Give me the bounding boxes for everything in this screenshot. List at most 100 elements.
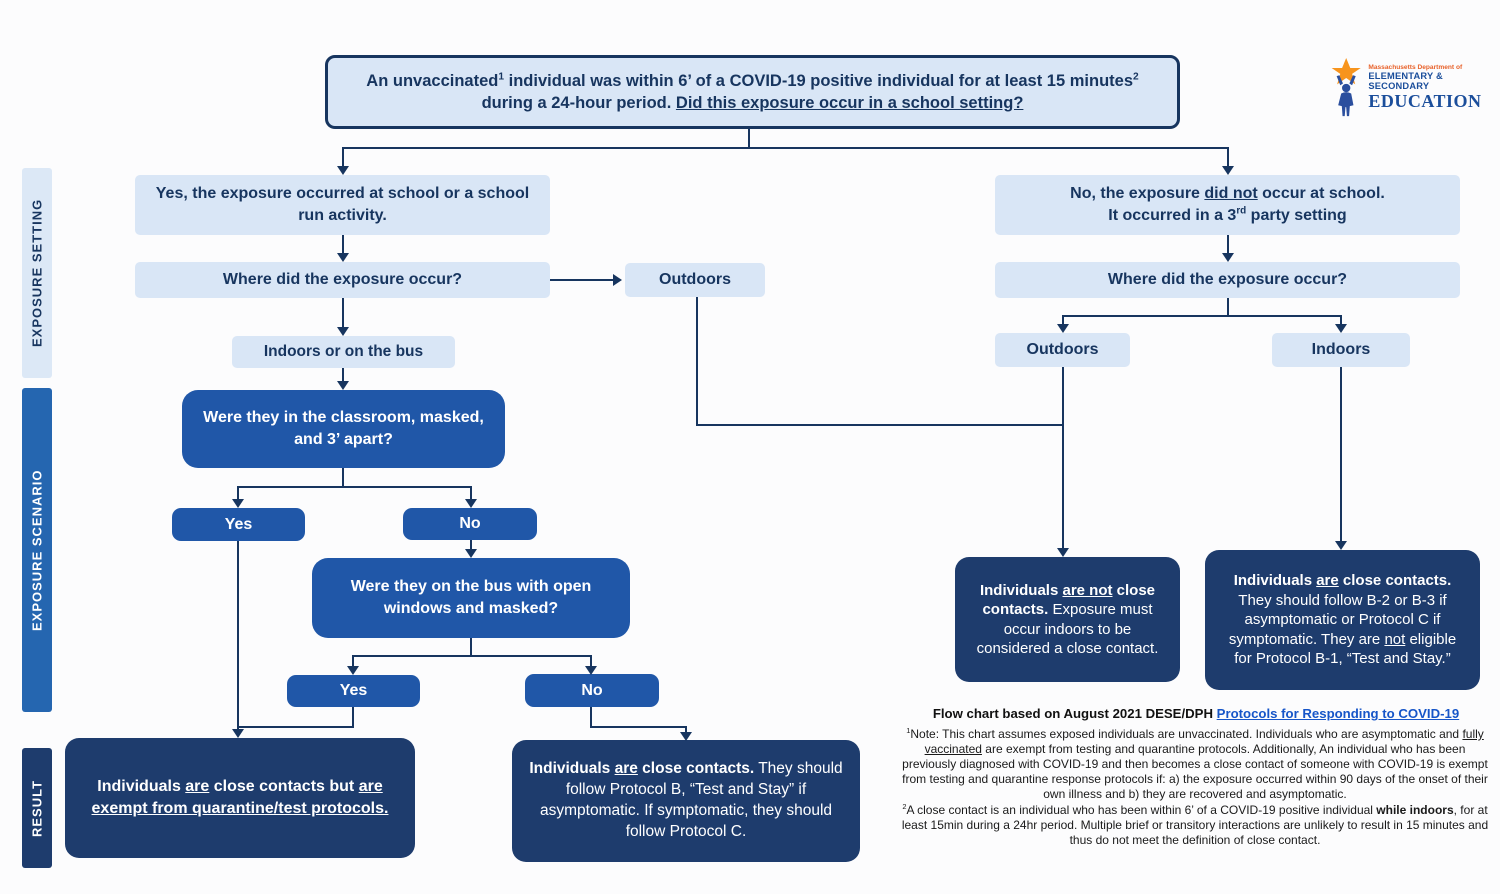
connector-line xyxy=(1062,315,1064,325)
res-seg: close contacts but xyxy=(209,778,359,796)
res-seg: eligible for Protocol B-1, “Test and Sta… xyxy=(1234,630,1457,668)
res-seg-bold-underlined: are not xyxy=(1062,581,1113,599)
footnote-2: 2A close contact is an individual who ha… xyxy=(898,803,1492,848)
star-figure-icon xyxy=(1331,58,1361,117)
connector-arrow xyxy=(613,274,622,286)
start-q-underlined: Did this exposure occur in a school sett… xyxy=(675,94,1024,112)
footnote-seg-bold: while indoors xyxy=(1376,803,1454,817)
node-outdoors-right: Outdoors xyxy=(995,333,1130,367)
node-yes-2: Yes xyxy=(287,675,420,707)
connector-line xyxy=(590,726,687,728)
logo-text: Massachusetts Department of ELEMENTARY &… xyxy=(1368,64,1494,112)
connector-line xyxy=(237,541,239,730)
connector-line xyxy=(685,726,687,733)
footnote-seg: Note: This chart assumes exposed individ… xyxy=(910,727,1463,741)
section-label-exposure-setting: EXPOSURE SETTING xyxy=(22,168,52,378)
no-school-text: No, the exposure did not occur at school… xyxy=(1056,177,1399,232)
no-school-seg: occur at school. xyxy=(1257,185,1385,203)
no-school-line-2: It occurred in a 3rd party setting xyxy=(1070,205,1385,227)
logo-line-1: Massachusetts Department of xyxy=(1368,64,1463,71)
connector-line xyxy=(342,368,344,382)
connector-line xyxy=(342,147,1229,149)
node-where-left: Where did the exposure occur? xyxy=(135,262,550,298)
connector-arrow xyxy=(1222,166,1234,175)
connector-arrow xyxy=(232,499,244,508)
node-no-2: No xyxy=(525,674,659,707)
section-label-exposure-scenario: EXPOSURE SCENARIO xyxy=(22,388,52,712)
logo-line-3: EDUCATION xyxy=(1368,91,1482,111)
connector-arrow xyxy=(1335,541,1347,550)
footnote-seg: are exempt from testing and quarantine p… xyxy=(902,742,1488,802)
res-seg: Individuals xyxy=(97,778,186,796)
node-indoors-or-bus: Indoors or on the bus xyxy=(232,336,455,368)
node-result-not-close: Individuals are not close contacts. Expo… xyxy=(955,557,1180,682)
connector-arrow xyxy=(680,732,692,741)
connector-line xyxy=(352,655,354,667)
res-seg-bold: close contacts. xyxy=(637,760,755,778)
connector-line xyxy=(342,468,344,487)
ordinal-superscript: rd xyxy=(1236,205,1247,217)
connector-line xyxy=(470,638,472,657)
no-school-seg: No, the exposure xyxy=(1070,185,1205,203)
yes-school-text: Yes, the exposure occurred at school or … xyxy=(155,185,530,224)
res-seg-bold-underlined: are xyxy=(614,760,638,778)
node-start-question: An unvaccinated1 individual was within 6… xyxy=(325,55,1180,129)
connector-line xyxy=(1227,147,1229,167)
footnote-ref-2: 2 xyxy=(1133,71,1139,83)
node-classroom-question: Were they in the classroom, masked, and … xyxy=(182,390,505,468)
result-not-close-text: Individuals are not close contacts. Expo… xyxy=(955,575,1180,665)
connector-line xyxy=(1062,315,1342,317)
connector-line xyxy=(237,486,472,488)
connector-line xyxy=(342,147,344,167)
result-exempt-text: Individuals are close contacts but are e… xyxy=(65,770,415,825)
node-no-1: No xyxy=(403,508,537,540)
connector-arrow xyxy=(232,729,244,738)
connector-line xyxy=(237,726,354,728)
section-label-result: RESULT xyxy=(22,748,52,868)
connector-line xyxy=(342,298,344,328)
classroom-question-text: Were they in the classroom, masked, and … xyxy=(203,409,484,448)
no-school-seg: It occurred in a 3 xyxy=(1108,207,1237,224)
no-school-seg: party setting xyxy=(1246,207,1347,224)
connector-arrow xyxy=(1057,324,1069,333)
dese-logo: Massachusetts Department of ELEMENTARY &… xyxy=(1328,48,1494,128)
node-outdoors-middle: Outdoors xyxy=(625,263,765,297)
start-q-seg: individual was within 6’ of a COVID-19 p… xyxy=(504,71,1134,90)
node-indoors-right: Indoors xyxy=(1272,333,1410,367)
node-yes-school: Yes, the exposure occurred at school or … xyxy=(135,175,550,235)
res-seg-underlined: are xyxy=(185,778,210,796)
res-seg: Exposure must occur indoors to be consid… xyxy=(976,601,1159,657)
footnote-seg: , for at least 15min during a 24hr perio… xyxy=(901,803,1489,848)
result-protocol-b-text: Individuals are close contacts. They sho… xyxy=(512,753,860,849)
res-seg: They should follow Protocol B, “Test and… xyxy=(539,760,843,840)
no-school-underlined: did not xyxy=(1204,185,1258,203)
connector-arrow xyxy=(347,666,359,675)
res-seg-bold: Individuals xyxy=(979,581,1063,599)
node-bus-question: Were they on the bus with open windows a… xyxy=(312,558,630,638)
result-b2-b3-text: Individuals are close contacts. They sho… xyxy=(1205,565,1480,675)
connector-arrow xyxy=(1222,253,1234,262)
start-question-text: An unvaccinated1 individual was within 6… xyxy=(328,64,1177,121)
footnote-2-marker: 2 xyxy=(902,802,907,811)
connector-line xyxy=(352,707,354,728)
connector-arrow xyxy=(465,499,477,508)
connector-line xyxy=(550,279,614,281)
connector-line xyxy=(590,655,592,667)
footer-source: Flow chart based on August 2021 DESE/DPH… xyxy=(900,706,1492,721)
bus-question-text: Were they on the bus with open windows a… xyxy=(350,578,592,617)
protocols-link[interactable]: Protocols for Responding to COVID-19 xyxy=(1216,706,1460,721)
connector-line xyxy=(1340,315,1342,325)
footnote-ref-1: 1 xyxy=(498,71,505,83)
footnote-1-marker: 1 xyxy=(906,726,911,735)
connector-line xyxy=(696,297,698,426)
node-result-b2-b3: Individuals are close contacts. They sho… xyxy=(1205,550,1480,690)
res-seg-bold-underlined: are xyxy=(1316,572,1339,590)
connector-line xyxy=(1340,367,1342,542)
logo-line-2: ELEMENTARY & SECONDARY xyxy=(1368,71,1443,91)
res-seg-bold: close contacts. xyxy=(1338,572,1452,590)
res-seg-underlined: not xyxy=(1384,630,1406,648)
connector-arrow xyxy=(337,166,349,175)
connector-arrow xyxy=(337,253,349,262)
res-seg: They should follow B-2 or B-3 if asympto… xyxy=(1228,591,1447,648)
